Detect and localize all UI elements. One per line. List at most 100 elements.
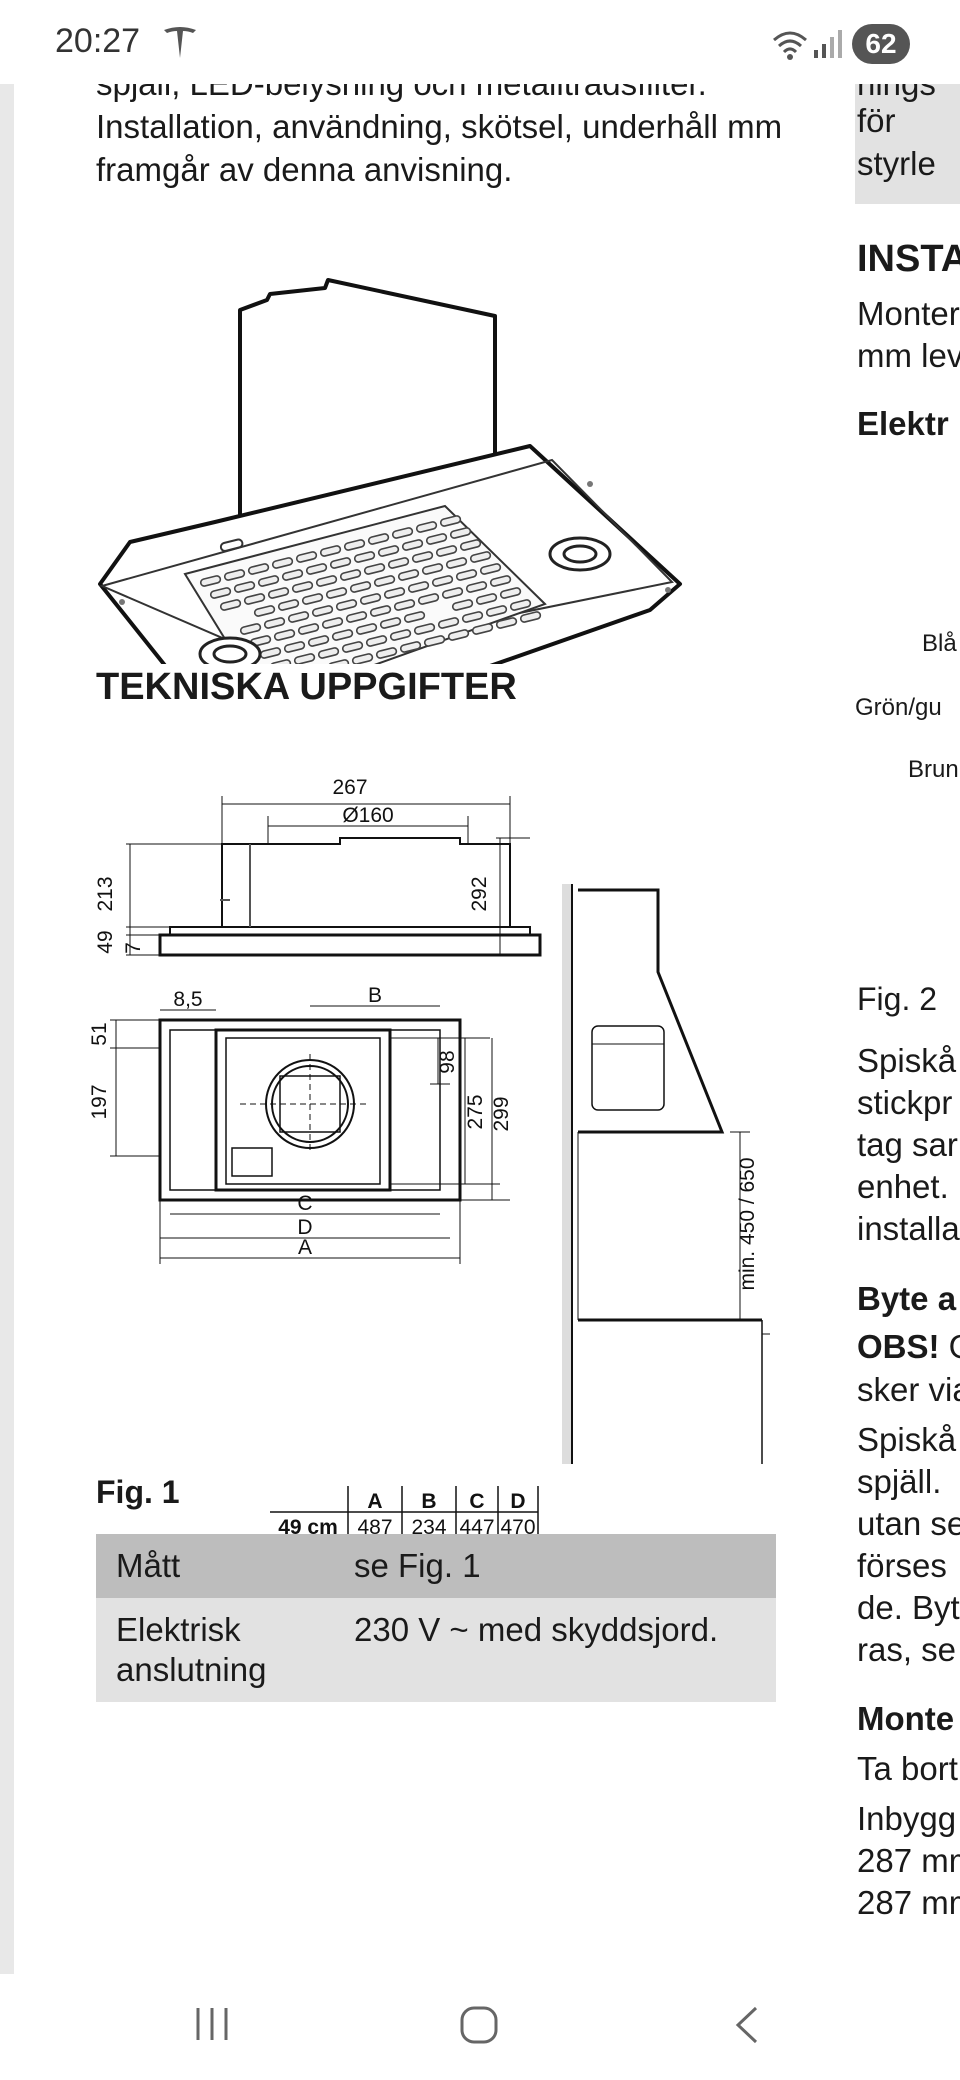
filter-slot — [469, 551, 492, 563]
filter-slot — [365, 635, 388, 647]
fig2-text-line: Spiskå — [857, 1042, 957, 1079]
filter-slot — [389, 629, 412, 641]
dim-bottom-a: 49 — [94, 930, 117, 953]
install-text-line: Monter — [857, 295, 960, 332]
filter-slot — [301, 593, 324, 605]
filter-slot — [263, 617, 286, 629]
install-heading: INSTA — [857, 238, 960, 280]
dim-d: D — [297, 1216, 312, 1239]
spec-value: 230 V ~ med skyddsjord. — [354, 1611, 719, 1648]
replace-heading: Byte a — [857, 1280, 957, 1317]
tesla-icon — [164, 27, 196, 58]
status-bar: 20:27 62 — [0, 0, 960, 84]
spec-value: se Fig. 1 — [354, 1547, 481, 1584]
filter-slot — [399, 641, 422, 653]
filter-slot — [413, 623, 436, 635]
navigation-bar — [0, 1974, 960, 2080]
filter-slot — [349, 581, 372, 593]
filter-slot — [307, 635, 330, 647]
dim-offset: 8,5 — [173, 988, 202, 1011]
filter-slot — [257, 575, 280, 587]
dim-height-right: 292 — [468, 876, 491, 911]
dim-table-value-a: 487 — [357, 1516, 392, 1539]
filter-slot — [325, 587, 348, 599]
fig2-text-line: installa — [857, 1210, 960, 1247]
battery-indicator: 62 — [852, 24, 910, 64]
filter-slot — [291, 581, 314, 593]
filter-slot — [335, 599, 358, 611]
intro-paragraph: spjäll, LED-belysning och metalltrådsfil… — [96, 84, 783, 188]
filter-slot — [411, 551, 434, 563]
filter-slot — [369, 605, 392, 617]
filter-slot — [267, 587, 290, 599]
mounting-text-line: Inbygg — [857, 1800, 957, 1837]
dim-diameter: Ø160 — [342, 804, 393, 827]
obs-rest: G — [940, 1328, 960, 1365]
filter-slot — [317, 647, 340, 659]
back-icon[interactable] — [732, 2004, 762, 2046]
figure2-caption: Fig. 2 — [857, 981, 938, 1017]
filter-slot — [273, 629, 296, 641]
filter-slot — [243, 593, 266, 605]
mounting-text-line: 287 mm — [857, 1842, 960, 1879]
spec-key: Elektrisk anslutning — [116, 1611, 267, 1688]
filter-slot — [327, 659, 350, 664]
filter-slot — [437, 617, 460, 629]
filter-slot — [441, 587, 464, 599]
page-left-margin — [0, 84, 14, 1974]
filter-slot — [367, 533, 390, 545]
filter-slot — [379, 617, 402, 629]
dim-table-header-c: C — [469, 1490, 484, 1513]
recent-apps-icon[interactable] — [192, 2004, 232, 2044]
filter-slot — [281, 569, 304, 581]
filter-slot — [459, 539, 482, 551]
dim-table-value-d: 470 — [500, 1516, 535, 1539]
filter-slot — [439, 515, 462, 527]
dim-table-header-b: B — [421, 1490, 436, 1513]
fig2-text-line: tag sar — [857, 1126, 958, 1163]
filter-slot — [341, 641, 364, 653]
filter-slot — [283, 641, 306, 653]
filter-slot — [315, 575, 338, 587]
mounting-text-line: 287 mm — [857, 1884, 960, 1921]
home-icon[interactable] — [458, 2004, 500, 2046]
filter-slot — [239, 623, 262, 635]
filter-slot — [311, 605, 334, 617]
filter-slot — [451, 599, 474, 611]
filter-slot — [403, 611, 426, 623]
filter-slot — [351, 653, 374, 664]
note-box-line: styrle — [857, 145, 936, 182]
wifi-icon — [773, 31, 807, 60]
filter-slot — [223, 569, 246, 581]
figure1-caption: Fig. 1 — [96, 1474, 180, 1510]
wire-label-green-yellow: Grön/gu — [855, 694, 942, 721]
filter-slot — [383, 587, 406, 599]
filter-slot — [363, 563, 386, 575]
filter-slot — [331, 629, 354, 641]
mounting-text-line: Ta bort — [857, 1750, 958, 1787]
dim-left-a: 51 — [90, 1022, 111, 1045]
filter-slot — [293, 653, 316, 664]
note-box-line: nings — [857, 84, 936, 105]
dim-table-row-label: 49 cm — [278, 1516, 338, 1539]
obs-line-2: sker via — [857, 1371, 960, 1408]
hood-illustration — [98, 278, 682, 664]
dim-table-header-a: A — [367, 1490, 382, 1513]
fig2-text-line: enhet. — [857, 1168, 949, 1205]
filter-slot — [471, 623, 494, 635]
filter-slot — [287, 611, 310, 623]
filter-slot — [375, 647, 398, 659]
dim-table-value-c: 447 — [459, 1516, 494, 1539]
dim-left-b: 197 — [90, 1084, 111, 1119]
obs-line: OBS! G — [857, 1325, 960, 1368]
damper-text-line: utan se — [857, 1505, 960, 1542]
filter-slot — [269, 659, 292, 664]
filter-slot — [445, 557, 468, 569]
filter-slot — [355, 623, 378, 635]
filter-slot — [359, 593, 382, 605]
document-page[interactable]: spjäll, LED-belysning och metalltrådsfil… — [0, 84, 960, 1974]
obs-label: OBS! — [857, 1328, 940, 1365]
filter-slot — [271, 557, 294, 569]
dim-table-value-b: 234 — [411, 1516, 446, 1539]
filter-slot — [431, 575, 454, 587]
